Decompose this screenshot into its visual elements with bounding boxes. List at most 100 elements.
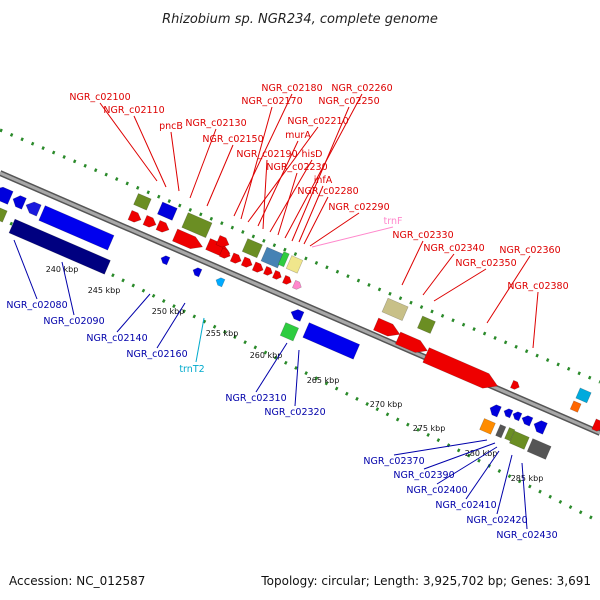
- gene-arrow: [263, 265, 273, 276]
- trna-arrow: [215, 277, 226, 288]
- leader-line: [422, 253, 455, 296]
- gene-box: [302, 322, 361, 360]
- gene-label: NGR_c02400: [406, 485, 467, 496]
- leader-line: [116, 293, 151, 333]
- gene-arrow: [395, 331, 428, 353]
- gene-label: pncB: [159, 121, 183, 132]
- leader-line: [61, 261, 75, 316]
- gene-label: NGR_c02230: [266, 162, 327, 173]
- gene-label: NGR_c02320: [264, 407, 325, 418]
- gene-label: NGR_c02380: [507, 281, 568, 292]
- leader-line: [99, 102, 158, 182]
- leader-line: [496, 454, 513, 515]
- scale-tick-label: 285 kbp: [511, 474, 544, 483]
- gene-label: NGR_c02170: [241, 96, 302, 107]
- leader-line: [13, 239, 38, 300]
- gene-box: [417, 315, 436, 334]
- scale-tick-label: 280 kbp: [465, 449, 498, 458]
- gene-label: NGR_c02360: [499, 245, 560, 256]
- gene-box: [0, 205, 8, 223]
- gene-arrow: [0, 186, 14, 205]
- gene-label: NGR_c02150: [202, 134, 263, 145]
- gene-arrow: [127, 210, 142, 223]
- gene-arrow: [521, 415, 534, 427]
- gene-label: NGR_c02250: [318, 96, 379, 107]
- leader-line: [303, 196, 329, 245]
- leader-line: [532, 291, 539, 349]
- gene-box: [569, 400, 582, 413]
- gene-label: infA: [314, 175, 333, 186]
- gene-box: [181, 212, 213, 239]
- gene-box: [241, 238, 263, 259]
- gene-label: NGR_c02390: [393, 470, 454, 481]
- leader-line: [436, 446, 498, 485]
- leader-line: [486, 255, 531, 324]
- gene-label: hisD: [302, 149, 323, 160]
- gene-box: [8, 218, 111, 275]
- gene-label: NGR_c02420: [466, 515, 527, 526]
- trna-arrow: [292, 279, 302, 290]
- gene-arrow: [512, 411, 523, 422]
- dotted-tracks: [0, 128, 600, 524]
- scale-tick-label: 245 kbp: [88, 286, 121, 295]
- gene-label: murA: [285, 130, 311, 141]
- gene-box: [277, 251, 290, 268]
- map-title: Rhizobium sp. NGR234, complete genome: [162, 12, 438, 27]
- gene-label: trnT2: [179, 364, 204, 375]
- gene-arrow: [142, 215, 157, 228]
- gene-box: [495, 424, 507, 439]
- gene-label: NGR_c02410: [435, 500, 496, 511]
- gene-label: NGR_c02290: [328, 202, 389, 213]
- gene-label: NGR_c02330: [392, 230, 453, 241]
- gene-arrow: [12, 195, 27, 210]
- leader-line: [465, 450, 500, 500]
- gene-arrow: [290, 309, 305, 322]
- inner-dotted-track: [0, 216, 600, 524]
- gene-label: NGR_c02190: [236, 149, 297, 160]
- leader-line: [298, 185, 324, 243]
- gene-label: NGR_c02430: [496, 530, 557, 541]
- scale-tick-label: 240 kbp: [46, 265, 79, 274]
- leader-line: [294, 349, 300, 407]
- gene-label: NGR_c02140: [86, 333, 147, 344]
- gene-box: [279, 322, 300, 342]
- gene-arrow: [218, 247, 231, 259]
- gene-label: NGR_c02110: [103, 105, 164, 116]
- gene-arrow: [240, 256, 253, 268]
- gene-label: NGR_c02100: [69, 92, 130, 103]
- leader-line: [269, 159, 313, 233]
- gene-box: [38, 205, 115, 251]
- leader-line: [189, 128, 217, 199]
- leader-line: [277, 172, 298, 236]
- gene-box: [575, 387, 592, 404]
- gene-label: NGR_c02370: [363, 456, 424, 467]
- scale-tick-label: 275 kbp: [413, 424, 446, 433]
- leader-line: [170, 131, 180, 192]
- genome-summary-text: Topology: circular; Length: 3,925,702 bp…: [260, 574, 591, 588]
- leader-line: [240, 106, 273, 220]
- gene-label: NGR_c02180: [261, 83, 322, 94]
- leader-line: [257, 140, 299, 227]
- scale-tick-label: 270 kbp: [370, 400, 403, 409]
- gene-arrow: [229, 252, 242, 264]
- gene-box: [157, 201, 178, 221]
- gene-arrow: [503, 408, 514, 419]
- leader-line: [247, 126, 319, 223]
- gene-label: NGR_c02160: [126, 349, 187, 360]
- leader-line: [255, 342, 288, 393]
- gene-label: NGR_c02280: [297, 186, 358, 197]
- leader-line: [423, 442, 496, 470]
- gene-box: [504, 427, 516, 442]
- genome-backbone: [0, 170, 600, 436]
- gene-arrow: [373, 317, 401, 337]
- leader-line: [262, 159, 268, 230]
- leader-line: [133, 115, 167, 188]
- gene-arrow: [591, 418, 600, 432]
- gene-box: [381, 297, 409, 322]
- gene-arrow: [192, 267, 203, 278]
- gene-arrow: [533, 420, 548, 435]
- gene-arrow: [155, 220, 170, 233]
